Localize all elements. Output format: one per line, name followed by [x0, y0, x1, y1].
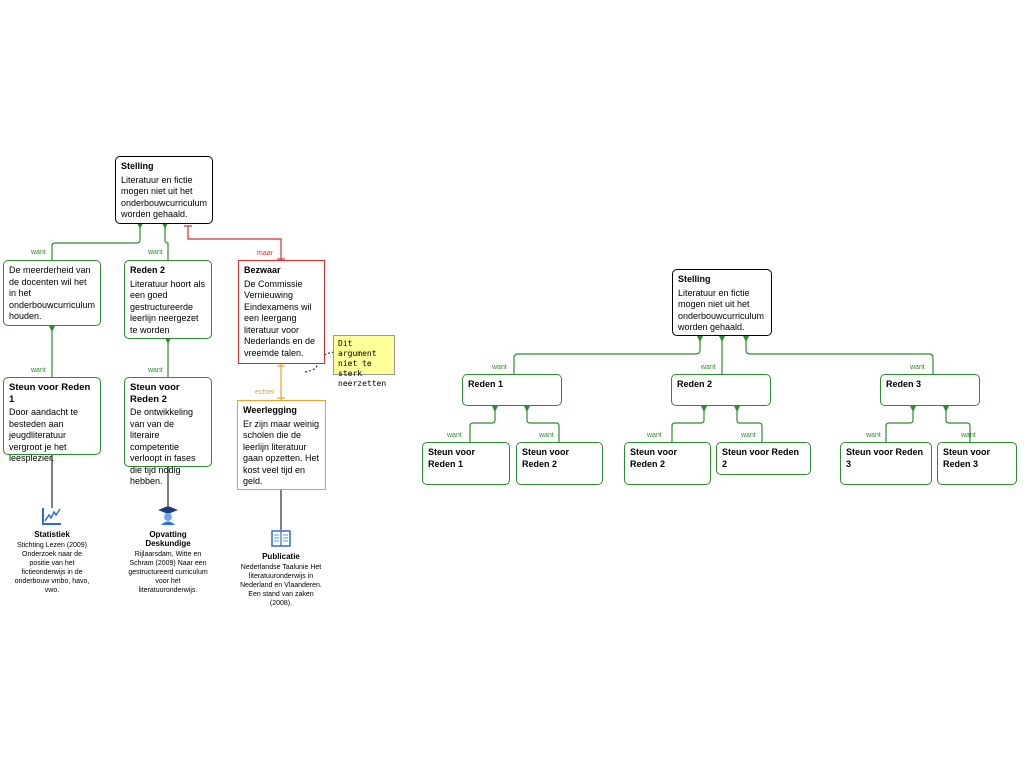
label-want: want	[447, 432, 462, 439]
label-want: want	[31, 249, 46, 256]
right-support-box[interactable]: Steun voor Reden 2	[716, 442, 811, 475]
right-support-title: Steun voor Reden 1	[428, 447, 476, 469]
right-support-title: Steun voor Reden 3	[943, 447, 991, 469]
source-expert-title: Opvatting Deskundige	[145, 530, 191, 548]
left-support2-title: Steun voor Reden 2	[130, 382, 180, 405]
right-reason2-title: Reden 2	[677, 379, 713, 389]
source-publication-title: Publicatie	[262, 552, 300, 561]
left-rebuttal-body: Er zijn maar weinig scholen die de leerl…	[243, 418, 320, 487]
left-reason2-box[interactable]: Reden 2 Literatuur hoort als een goed ge…	[124, 260, 212, 339]
sticky-note[interactable]: Dit argument niet te sterk neerzetten	[333, 335, 395, 388]
label-want: want	[866, 432, 881, 439]
right-reason1-box[interactable]: Reden 1	[462, 374, 562, 406]
source-expert-body: Rijlaarsdam, Witte en Schram (2009) Naar…	[128, 551, 208, 594]
label-want: want	[701, 364, 716, 371]
statistics-chart-icon	[42, 508, 61, 525]
note-text: Dit argument niet te sterk neerzetten	[338, 339, 387, 388]
label-maar: maar	[257, 250, 273, 257]
left-support2-box[interactable]: Steun voor Reden 2 De ontwikkeling van v…	[124, 377, 212, 486]
left-reason2-body: Literatuur hoort als een goed gestructur…	[130, 278, 206, 335]
right-support-box[interactable]: Steun voor Reden 2	[516, 442, 603, 485]
book-publication-icon	[271, 530, 291, 547]
right-support-title: Steun voor Reden 2	[630, 447, 678, 469]
label-want: want	[31, 367, 46, 374]
left-claim-box[interactable]: Stelling Literatuur en fictie mogen niet…	[115, 156, 213, 224]
left-support1-box[interactable]: Steun voor Reden 1 Door aandacht te best…	[3, 377, 101, 463]
source-statistics: Statistiek Stichting Lezen (2009) Onderz…	[12, 530, 92, 595]
left-reason2-title: Reden 2	[130, 265, 166, 275]
left-objection-box[interactable]: Bezwaar De Commissie Vernieuwing Eindexa…	[238, 260, 325, 364]
left-rebuttal-title: Weerlegging	[243, 405, 297, 415]
right-support-title: Steun voor Reden 3	[846, 447, 924, 469]
right-claim-body: Literatuur en fictie mogen niet uit het …	[678, 287, 765, 333]
left-reason1-body: De meerderheid van de docenten wil het i…	[9, 265, 96, 321]
left-rebuttal-box[interactable]: Weerlegging Er zijn maar weinig scholen …	[237, 400, 326, 490]
source-statistics-title: Statistiek	[34, 530, 70, 539]
left-support2-body: De ontwikkeling van van de literaire com…	[130, 407, 196, 486]
left-support1-title: Steun voor Reden 1	[9, 382, 91, 405]
right-support-title: Steun voor Reden 2	[722, 447, 800, 469]
left-reason1-box[interactable]: De meerderheid van de docenten wil het i…	[3, 260, 101, 326]
left-claim-title: Stelling	[121, 161, 154, 171]
label-want: want	[647, 432, 662, 439]
left-objection-title: Bezwaar	[244, 265, 281, 275]
right-reason1-title: Reden 1	[468, 379, 504, 389]
source-expert: Opvatting Deskundige Rijlaarsdam, Witte …	[128, 530, 208, 595]
left-objection-body: De Commissie Vernieuwing Eindexamens wil…	[244, 278, 316, 358]
right-support-box[interactable]: Steun voor Reden 3	[840, 442, 932, 485]
source-publication-body: Nederlandse Taalunie Het literatuuronder…	[240, 564, 322, 607]
left-claim-body: Literatuur en fictie mogen niet uit het …	[121, 174, 208, 220]
label-want: want	[961, 432, 976, 439]
right-claim-box[interactable]: Stelling Literatuur en fictie mogen niet…	[672, 269, 772, 336]
label-want: want	[539, 432, 554, 439]
right-support-title: Steun voor Reden 2	[522, 447, 570, 469]
graduate-expert-icon	[158, 506, 178, 525]
right-claim-title: Stelling	[678, 274, 711, 284]
source-publication: Publicatie Nederlandse Taalunie Het lite…	[240, 552, 322, 608]
label-want: want	[910, 364, 925, 371]
source-statistics-body: Stichting Lezen (2009) Onderzoek naar de…	[14, 542, 90, 594]
label-want: want	[492, 364, 507, 371]
right-support-box[interactable]: Steun voor Reden 1	[422, 442, 510, 485]
label-want: want	[148, 249, 163, 256]
left-support1-body: Door aandacht te besteden aan jeugdliter…	[9, 407, 79, 463]
label-want: want	[148, 367, 163, 374]
right-support-box[interactable]: Steun voor Reden 3	[937, 442, 1017, 485]
label-echter: echter	[255, 389, 275, 396]
right-reason3-box[interactable]: Reden 3	[880, 374, 980, 406]
right-reason3-title: Reden 3	[886, 379, 922, 389]
right-support-box[interactable]: Steun voor Reden 2	[624, 442, 711, 485]
right-reason2-box[interactable]: Reden 2	[671, 374, 771, 406]
label-want: want	[741, 432, 756, 439]
